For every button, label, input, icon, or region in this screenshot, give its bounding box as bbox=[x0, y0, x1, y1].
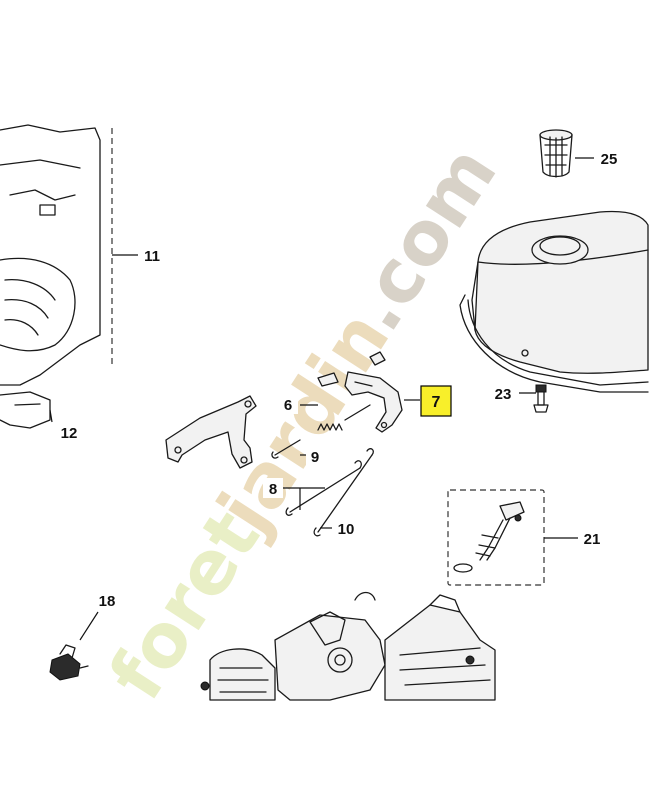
callout-10-label: 10 bbox=[338, 521, 355, 538]
callout-6-label: 6 bbox=[284, 397, 292, 414]
callout-9-label: 9 bbox=[311, 449, 319, 466]
callout-7-label: 7 bbox=[432, 394, 441, 411]
callout-7-highlighted[interactable]: 7 bbox=[420, 385, 452, 417]
callout-21-label: 21 bbox=[584, 531, 601, 548]
carburetor-assembly-part bbox=[200, 591, 496, 701]
callout-9[interactable]: 9 bbox=[306, 446, 326, 466]
callout-25-label: 25 bbox=[601, 151, 618, 168]
control-lever-part bbox=[317, 351, 403, 433]
callout-12-label: 12 bbox=[61, 425, 78, 442]
callout-23-label: 23 bbox=[495, 386, 512, 403]
governor-rod-part bbox=[285, 460, 362, 516]
callout-18-label: 18 bbox=[99, 593, 116, 610]
fuel-cock-part bbox=[447, 489, 545, 586]
fuel-strainer-part bbox=[539, 129, 573, 178]
callout-8[interactable]: 8 bbox=[263, 478, 283, 498]
callout-6[interactable]: 6 bbox=[278, 394, 298, 414]
control-bracket-part bbox=[165, 395, 257, 469]
callout-18[interactable]: 18 bbox=[92, 590, 122, 610]
callout-8-label: 8 bbox=[269, 481, 277, 498]
drain-screw-part bbox=[533, 384, 549, 413]
leader-lines bbox=[49, 157, 594, 641]
callout-21[interactable]: 21 bbox=[578, 528, 608, 548]
oil-sensor-part bbox=[49, 644, 89, 681]
governor-spring-part bbox=[271, 404, 371, 459]
callout-10[interactable]: 10 bbox=[332, 518, 360, 538]
fuel-tank-part bbox=[459, 210, 649, 393]
callout-11-label: 11 bbox=[144, 248, 160, 265]
callout-25[interactable]: 25 bbox=[594, 148, 624, 168]
callout-11[interactable]: 11 bbox=[138, 245, 166, 265]
callout-23[interactable]: 23 bbox=[488, 383, 518, 403]
callout-12[interactable]: 12 bbox=[54, 422, 84, 442]
choke-rod-part bbox=[313, 448, 374, 537]
engine-block-part bbox=[0, 124, 113, 429]
